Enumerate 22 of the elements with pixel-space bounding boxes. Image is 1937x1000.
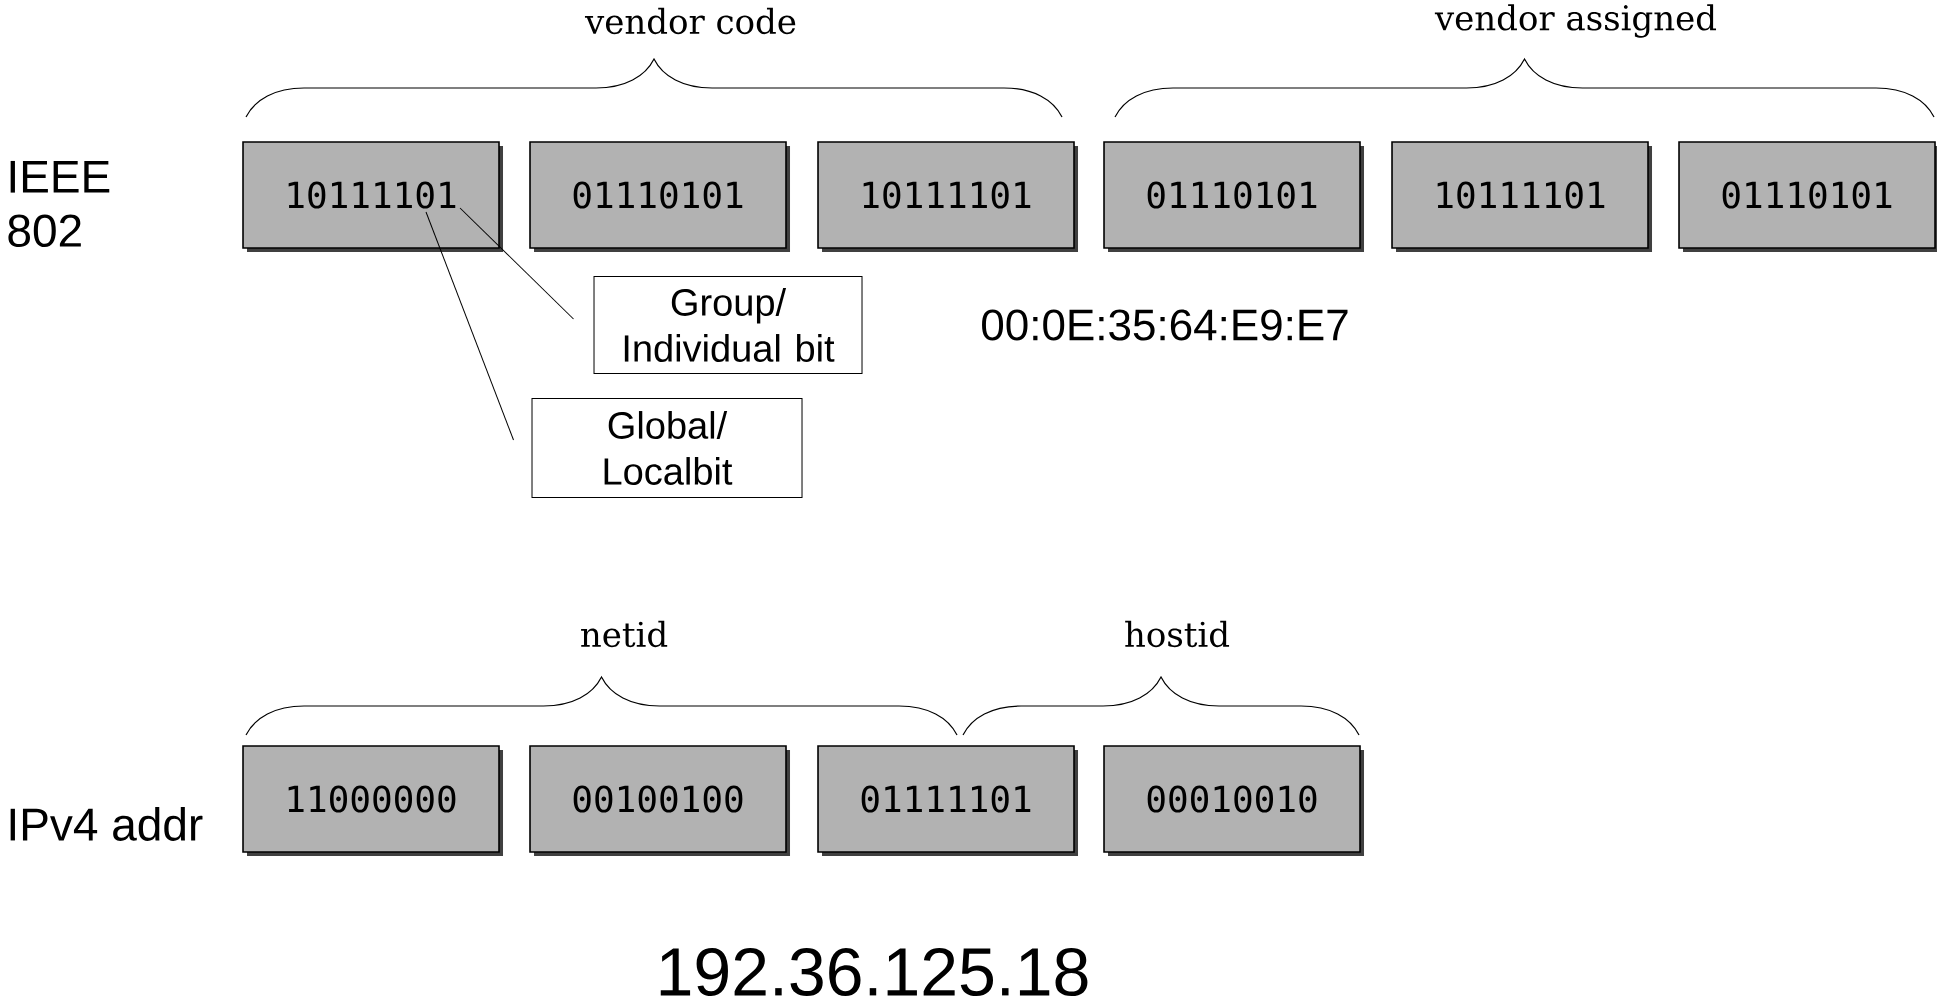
brace-label: vendor code — [584, 7, 796, 35]
byte-box: 11000000 — [242, 745, 503, 856]
byte-box: 10111101 — [1391, 141, 1652, 252]
address-text: 00:0E:35:64:E9:E7 — [982, 309, 1348, 341]
leader-line — [459, 207, 574, 320]
row-label: IPv4 addr — [10, 807, 203, 841]
byte-box: 01110101 — [1103, 141, 1364, 252]
brace-label: hostid — [1125, 620, 1230, 648]
address-text: 192.36.125.18 — [660, 947, 1088, 997]
brace-label: vendor assigned — [1434, 4, 1717, 38]
byte-box: 01110101 — [1678, 141, 1937, 252]
byte-box: 01111101 — [817, 745, 1078, 856]
byte-box: 10111101 — [817, 141, 1078, 252]
leader-line — [425, 211, 514, 441]
brace-label: netid — [581, 620, 668, 648]
byte-box: 00010010 — [1103, 745, 1364, 856]
row-label: IEEE 802 — [8, 160, 110, 248]
byte-box: 01110101 — [529, 141, 790, 252]
byte-box: 10111101 — [242, 141, 503, 252]
byte-box: 00100100 — [529, 745, 790, 856]
callout-box: Group/ Individual bit — [593, 276, 863, 374]
callout-box: Global/ Localbit — [531, 398, 803, 498]
